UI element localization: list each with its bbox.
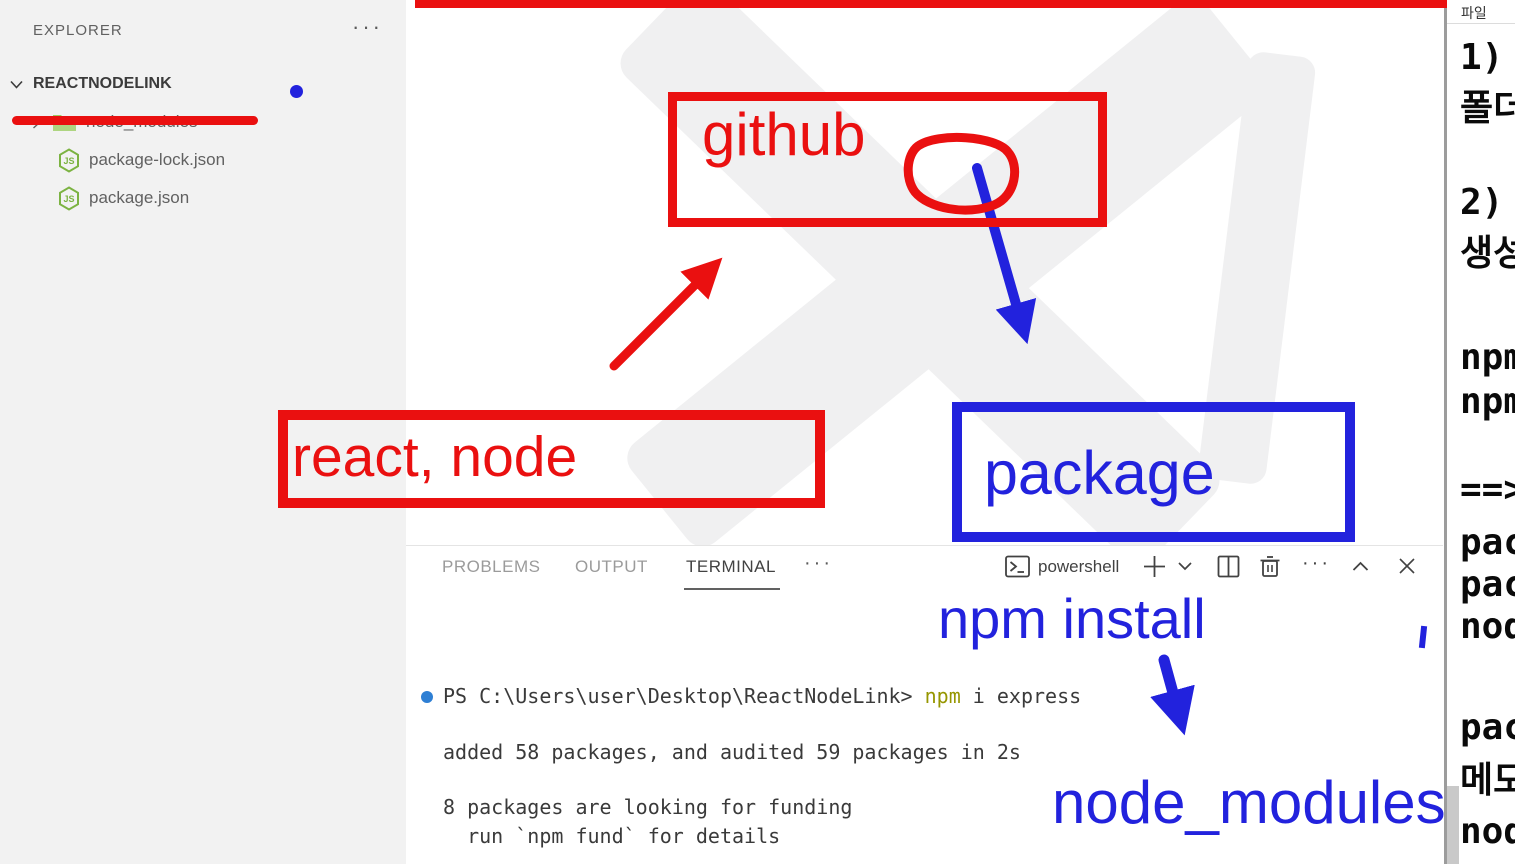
note-line: pac bbox=[1460, 522, 1515, 563]
note-line: 생성 bbox=[1460, 233, 1515, 274]
note-line: 1) bbox=[1460, 37, 1504, 78]
note-line: npm bbox=[1460, 381, 1515, 422]
shell-name-label[interactable]: powershell bbox=[1038, 557, 1120, 576]
note-line: 2) bbox=[1460, 182, 1504, 223]
folder-icon bbox=[52, 112, 77, 132]
tab-problems[interactable]: PROBLEMS bbox=[442, 557, 541, 576]
explorer-title: EXPLORER bbox=[33, 22, 123, 39]
note-line: pac bbox=[1460, 707, 1515, 748]
terminal-prompt: PS C:\Users\user\Desktop\ReactNodeLink> bbox=[443, 684, 925, 708]
scrollbar-thumb[interactable] bbox=[1447, 786, 1459, 864]
note-line: 폴더 bbox=[1460, 88, 1515, 129]
tree-item-package-json[interactable]: JS package.json bbox=[0, 179, 464, 217]
note-line: 메모 bbox=[1460, 760, 1515, 801]
new-terminal-icon[interactable] bbox=[1142, 554, 1167, 579]
note-line: nod bbox=[1460, 811, 1515, 852]
note-line: pac bbox=[1460, 564, 1515, 605]
file-menu[interactable]: 파일 bbox=[1461, 5, 1487, 21]
note-line: npm bbox=[1460, 337, 1515, 378]
terminal-session-bullet bbox=[421, 691, 433, 703]
terminal-output-line: run `npm fund` for details bbox=[443, 824, 781, 848]
terminal-command-args: i express bbox=[960, 684, 1082, 708]
notes-window: 파일 1) 폴더 2) 생성 npm npm ==> pac pac nod p… bbox=[1447, 0, 1515, 864]
explorer-more-icon[interactable]: ··· bbox=[352, 14, 383, 39]
project-name: REACTNODELINK bbox=[33, 75, 172, 92]
kill-terminal-trash-icon[interactable] bbox=[1258, 554, 1282, 579]
nodejs-json-icon: JS bbox=[58, 185, 80, 211]
terminal-command-line: PS C:\Users\user\Desktop\ReactNodeLink> … bbox=[443, 684, 1081, 708]
terminal-command-npm: npm bbox=[924, 684, 961, 708]
tab-output[interactable]: OUTPUT bbox=[575, 557, 648, 576]
tree-item-node-modules[interactable]: node_modules bbox=[0, 103, 406, 141]
vscode-watermark-logo bbox=[620, 0, 1316, 546]
file-label: package.json bbox=[89, 188, 190, 207]
panel-more-actions-icon[interactable]: ··· bbox=[1302, 552, 1331, 574]
terminal-panel: PROBLEMS OUTPUT TERMINAL ··· powershell … bbox=[406, 545, 1443, 864]
svg-text:JS: JS bbox=[63, 194, 74, 204]
tree-item-project[interactable]: REACTNODELINK bbox=[0, 65, 406, 103]
file-label: package-lock.json bbox=[89, 150, 226, 169]
split-terminal-icon[interactable] bbox=[1216, 554, 1241, 579]
active-tab-underline bbox=[684, 588, 780, 590]
chevron-right-icon bbox=[28, 115, 44, 129]
nodejs-json-icon: JS bbox=[58, 147, 80, 173]
note-line: ==> bbox=[1460, 469, 1515, 510]
editor-area bbox=[406, 0, 1443, 546]
panel-tabs-more-icon[interactable]: ··· bbox=[804, 552, 833, 574]
explorer-sidebar: EXPLORER ··· REACTNODELINK node_modules … bbox=[0, 0, 406, 864]
file-label: node_modules bbox=[86, 112, 198, 131]
chevron-down-icon bbox=[8, 80, 24, 89]
close-panel-icon[interactable] bbox=[1398, 557, 1416, 575]
terminal-output-line: added 58 packages, and audited 59 packag… bbox=[443, 740, 1021, 764]
terminal-dropdown-chevron-icon[interactable] bbox=[1178, 561, 1192, 571]
terminal-output-line: 8 packages are looking for funding bbox=[443, 795, 853, 819]
notes-menubar: 파일 bbox=[1447, 0, 1515, 24]
tab-terminal[interactable]: TERMINAL bbox=[686, 557, 776, 576]
maximize-panel-chevron-icon[interactable] bbox=[1352, 561, 1369, 572]
svg-text:JS: JS bbox=[63, 156, 74, 166]
powershell-terminal-icon[interactable] bbox=[1004, 554, 1031, 579]
tree-item-package-lock[interactable]: JS package-lock.json bbox=[0, 141, 464, 179]
note-line: nod bbox=[1460, 606, 1515, 647]
side-window-border bbox=[1444, 0, 1447, 864]
